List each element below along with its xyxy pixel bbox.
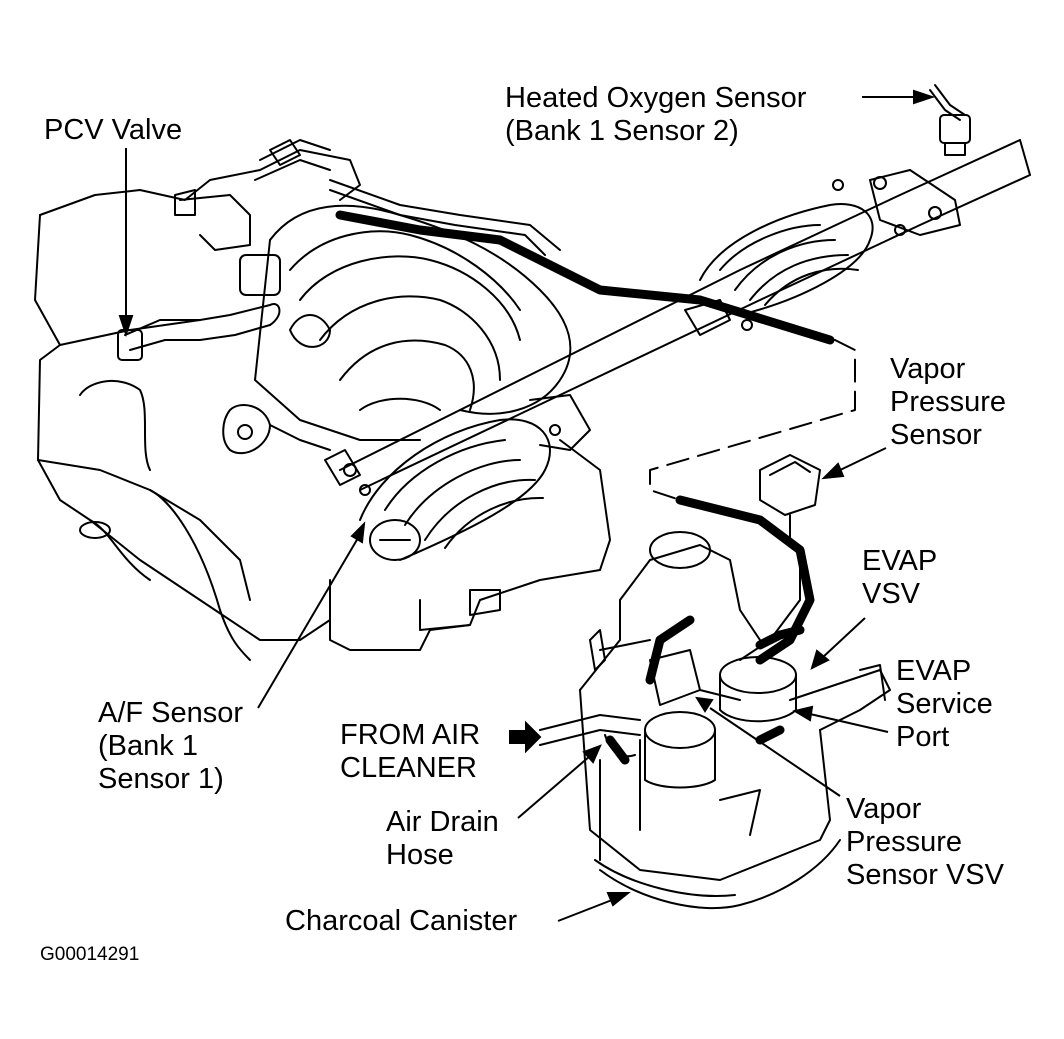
af-sensor-leader-line — [257, 537, 359, 709]
vsv-leader-line — [709, 707, 841, 797]
service-port-arrow-head — [792, 705, 814, 722]
vapor-sensor-leader-line — [835, 447, 887, 473]
air-drain-line1: Air Drain — [386, 806, 499, 838]
vsv-arrow-head — [695, 696, 714, 713]
label-charcoal-canister: Charcoal Canister — [285, 905, 517, 938]
vsv-line1: Vapor — [846, 793, 922, 825]
heated-o2-line1: Heated Oxygen Sensor — [505, 82, 807, 114]
air-drain-line2: Hose — [386, 839, 454, 871]
pcv-valve-assembly — [117, 303, 281, 361]
service-port-line2: Service — [896, 688, 993, 720]
air-cleaner-line2: CLEANER — [340, 752, 477, 784]
service-port-line1: EVAP — [896, 655, 972, 687]
canister-text: Charcoal Canister — [285, 905, 518, 937]
service-port-leader-line — [809, 713, 889, 733]
pcv-valve-text: PCV Valve — [44, 114, 183, 146]
exhaust-flange-left — [222, 404, 331, 455]
vsv-line3: Sensor VSV — [846, 859, 1004, 891]
front-catalytic-converter — [684, 169, 961, 336]
evap-vsv-arrow-head — [810, 649, 830, 670]
label-af-sensor: A/F Sensor (Bank 1 Sensor 1) — [98, 697, 243, 796]
af-sensor-arrow-head — [350, 521, 366, 544]
label-evap-service-port: EVAP Service Port — [896, 655, 993, 754]
evap-hose-left — [645, 615, 695, 685]
figure-code: G00014291 — [40, 944, 140, 965]
label-vapor-pressure-sensor: Vapor Pressure Sensor — [890, 353, 1006, 452]
rear-catalytic-converter — [324, 394, 591, 561]
evap-vsv-leader-line — [821, 617, 866, 659]
canister-arrow-head — [606, 892, 631, 907]
intake-manifold — [174, 189, 572, 441]
evap-vsv-line1: EVAP — [862, 545, 938, 577]
service-port-line3: Port — [896, 721, 950, 753]
af-sensor-line3: Sensor 1) — [98, 763, 224, 795]
label-from-air-cleaner: FROM AIR CLEANER — [340, 719, 480, 785]
label-vapor-pressure-sensor-vsv: Vapor Pressure Sensor VSV — [846, 793, 1004, 892]
vapor-sensor-arrow-head — [821, 462, 845, 480]
throttle-hoses — [254, 139, 561, 256]
air-drain-leader-line — [517, 755, 591, 819]
pcv-arrow-head — [118, 315, 134, 338]
evap-canister-assembly — [579, 531, 891, 910]
vapor-sensor-line2: Pressure — [890, 386, 1007, 418]
heated-o2-arrow-head — [913, 89, 936, 105]
vapor-sensor-line3: Sensor — [890, 419, 982, 451]
evap-hose-right — [755, 625, 805, 650]
harness-upper — [335, 210, 835, 345]
canister-leader-line — [557, 899, 613, 922]
vsv-line2: Pressure — [846, 826, 963, 858]
air-drain-arrow-head — [582, 744, 602, 764]
harness-lower — [675, 495, 815, 665]
heated-o2-line2: (Bank 1 Sensor 2) — [505, 115, 739, 147]
af-sensor-line1: A/F Sensor — [98, 697, 244, 729]
wiring-dashed-path — [649, 339, 856, 501]
air-cleaner-arrow — [509, 720, 542, 754]
air-cleaner-line1: FROM AIR — [340, 719, 481, 751]
label-evap-vsv: EVAP VSV — [862, 545, 937, 611]
canister-hose — [605, 735, 630, 765]
label-pcv-valve: PCV Valve — [44, 114, 182, 147]
evap-vsv-line2: VSV — [862, 578, 921, 610]
vsv-hose — [755, 725, 785, 745]
label-heated-oxygen-sensor: Heated Oxygen Sensor (Bank 1 Sensor 2) — [505, 82, 806, 148]
af-sensor-line2: (Bank 1 — [98, 730, 198, 762]
heated-oxygen-sensor-part — [929, 84, 971, 156]
label-air-drain-hose: Air Drain Hose — [386, 806, 499, 872]
engine-block — [34, 149, 611, 661]
vapor-sensor-line1: Vapor — [890, 353, 966, 385]
